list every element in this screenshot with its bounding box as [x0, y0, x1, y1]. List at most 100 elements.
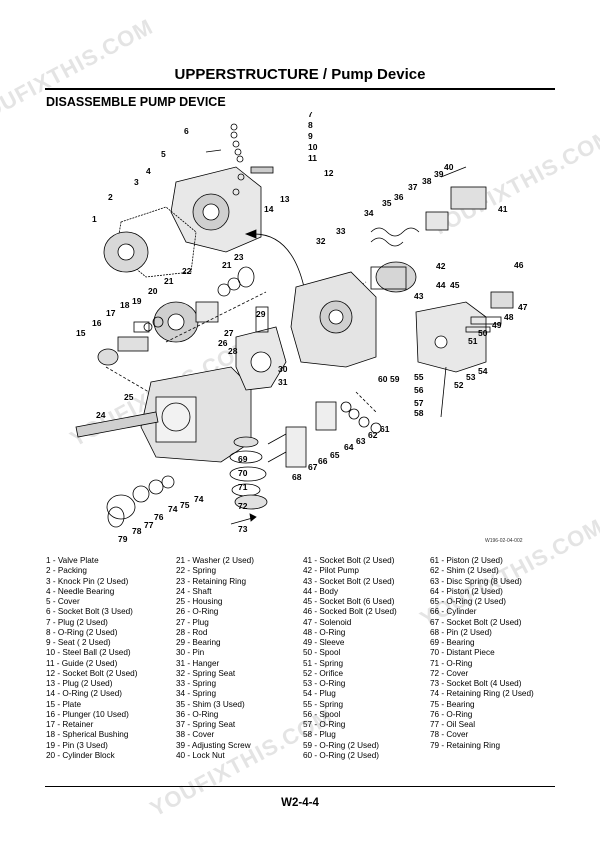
callout-8: 8: [308, 120, 313, 130]
callout-27: 27: [224, 328, 234, 338]
parts-list-item: 55 - Spring: [303, 699, 344, 709]
callout-17: 17: [106, 308, 116, 318]
parts-list-item: 51 - Spring: [303, 658, 344, 668]
section-title: DISASSEMBLE PUMP DEVICE: [46, 95, 226, 109]
parts-list-item: 74 - Retaining Ring (2 Used): [430, 689, 534, 699]
callout-29: 29: [256, 309, 266, 319]
parts-list-item: 21 - Washer (2 Used): [176, 556, 254, 565]
callout-16: 16: [92, 318, 102, 328]
callout-65: 65: [330, 450, 340, 460]
parts-list-item: 29 - Bearing: [176, 638, 221, 647]
callout-13: 13: [280, 194, 290, 204]
callout-79: 79: [118, 534, 128, 544]
parts-list-item: 78 - Cover: [430, 730, 469, 740]
callout-76: 76: [154, 512, 164, 522]
callout-18: 18: [120, 300, 130, 310]
figure-code: W196-02-04-002: [485, 538, 523, 544]
callout-9: 9: [308, 131, 313, 141]
parts-list-item: 2 - Packing: [46, 566, 87, 576]
callout-60: 60: [378, 374, 388, 384]
parts-list-item: 46 - Socked Bolt (2 Used): [303, 607, 397, 617]
callout-2: 2: [108, 192, 113, 202]
callout-67: 67: [308, 462, 318, 472]
parts-list-item: 27 - Plug: [176, 617, 209, 627]
parts-list-item: 69 - Bearing: [430, 638, 475, 647]
parts-list-item: 61 - Piston (2 Used): [430, 556, 503, 565]
callout-40: 40: [444, 162, 454, 172]
footer-rule: [45, 786, 555, 787]
callout-38: 38: [422, 176, 432, 186]
callout-72: 72: [238, 501, 248, 511]
callout-77: 77: [144, 520, 154, 530]
callout-1: 1: [92, 214, 97, 224]
callout-39: 39: [434, 169, 444, 179]
callout-78: 78: [132, 526, 142, 536]
parts-list-item: 36 - O-Ring: [176, 709, 219, 719]
parts-list-item: 19 - Pin (3 Used): [46, 740, 108, 750]
callout-59: 59: [390, 374, 400, 384]
callout-50: 50: [478, 328, 488, 338]
parts-list-item: 76 - O-Ring: [430, 709, 473, 719]
callout-73: 73: [238, 524, 248, 534]
callout-25: 25: [124, 392, 134, 402]
callout-35: 35: [382, 198, 392, 208]
parts-list-item: 6 - Socket Bolt (3 Used): [46, 607, 133, 617]
callout-28: 28: [228, 346, 238, 356]
callout-3: 3: [134, 177, 139, 187]
callout-23: 23: [234, 252, 244, 262]
parts-list-item: 1 - Valve Plate: [46, 556, 99, 565]
parts-list-item: 28 - Rod: [176, 627, 208, 637]
parts-list-item: 63 - Disc Spring (8 Used): [430, 576, 522, 586]
parts-list-item: 26 - O-Ring: [176, 607, 219, 617]
callout-37: 37: [408, 182, 418, 192]
callout-48: 48: [504, 312, 514, 322]
parts-column-3: 41 - Socket Bolt (2 Used)42 - Pilot Pump…: [303, 556, 431, 761]
parts-list-item: 40 - Lock Nut: [176, 750, 225, 760]
parts-list-item: 57 - O-Ring: [303, 720, 346, 729]
parts-list-item: 30 - Pin: [176, 648, 205, 658]
header-rule: [45, 88, 555, 90]
parts-list-item: 37 - Spring Seat: [176, 720, 236, 729]
parts-list-item: 7 - Plug (2 Used): [46, 617, 108, 627]
parts-list-item: 52 - Orifice: [303, 668, 344, 678]
callout-26: 26: [218, 338, 228, 348]
callout-44: 44: [436, 280, 446, 290]
callout-58: 58: [414, 408, 424, 418]
callout-75: 75: [180, 500, 190, 510]
callout-68: 68: [292, 472, 302, 482]
parts-list-item: 38 - Cover: [176, 730, 215, 740]
callout-69: 69: [238, 454, 248, 464]
parts-list-item: 47 - Solenoid: [303, 617, 352, 627]
exploded-diagram: 7 8 9 10 11 12 13 14 6 5 4 3 2 1 23 21 2…: [75, 112, 528, 544]
callout-32: 32: [316, 236, 326, 246]
parts-list-item: 13 - Plug (2 Used): [46, 679, 113, 688]
callout-33: 33: [336, 226, 346, 236]
parts-list-item: 53 - O-Ring: [303, 679, 346, 688]
callout-24: 24: [96, 410, 106, 420]
page-title: UPPERSTRUCTURE / Pump Device: [174, 66, 426, 83]
callout-43: 43: [414, 291, 424, 301]
parts-list-item: 17 - Retainer: [46, 720, 94, 729]
callout-70: 70: [238, 468, 248, 478]
parts-list-item: 59 - O-Ring (2 Used): [303, 740, 379, 750]
callout-53: 53: [466, 372, 476, 382]
parts-list-item: 15 - Plate: [46, 699, 82, 709]
callout-4: 4: [146, 166, 151, 176]
parts-list-item: 41 - Socket Bolt (2 Used): [303, 556, 395, 565]
parts-list-item: 50 - Spool: [303, 648, 341, 658]
callout-54: 54: [478, 366, 488, 376]
parts-list-item: 60 - O-Ring (2 Used): [303, 750, 379, 760]
callout-49: 49: [492, 320, 502, 330]
parts-list-item: 3 - Knock Pin (2 Used): [46, 576, 129, 586]
parts-list-item: 75 - Bearing: [430, 699, 475, 709]
callout-5: 5: [161, 149, 166, 159]
callout-10: 10: [308, 142, 318, 152]
callout-74b: 74: [168, 504, 178, 514]
parts-list-item: 34 - Spring: [176, 689, 217, 699]
parts-list-item: 23 - Retaining Ring: [176, 576, 247, 586]
parts-list-item: 35 - Shim (3 Used): [176, 699, 245, 709]
callout-52: 52: [454, 380, 464, 390]
parts-column-4: 61 - Piston (2 Used)62 - Shim (2 Used)63…: [430, 556, 558, 751]
callout-34: 34: [364, 208, 374, 218]
